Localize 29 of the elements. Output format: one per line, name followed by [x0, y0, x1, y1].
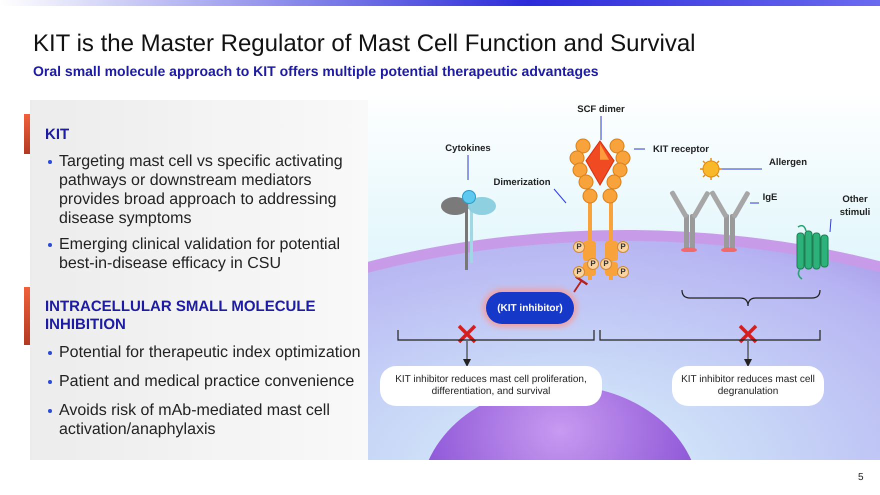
callout-label: Dimerization — [490, 176, 554, 189]
leader-line — [830, 218, 832, 232]
outcome-box: KIT inhibitor reduces mast cell degranulation — [672, 366, 824, 406]
leader-line — [750, 202, 760, 204]
subtitle: Oral small molecule approach to KIT offers multiple potential therapeutic advantages — [33, 63, 600, 79]
page-number: 5 — [858, 472, 865, 483]
bullet-text: Patient and medical practice convenience — [59, 372, 356, 391]
bullet-text: Targeting mast cell vs specific activating pathways or downstream mediators provides broad approach to addressing disease symptoms — [59, 152, 344, 228]
bullet-text: Emerging clinical validation for potential best-in-disease efficacy in CSU — [59, 235, 342, 273]
arrow — [744, 340, 752, 367]
callout-label: KIT receptor — [645, 143, 717, 156]
section-heading: INTRACELLULAR SMALL MOLECULE INHIBITION — [45, 298, 317, 334]
callout-label: IgE — [759, 191, 781, 204]
outcome-box: KIT inhibitor reduces mast cell proliferation, differentiation, and survival — [380, 366, 602, 406]
leader-line — [634, 148, 646, 150]
section-heading: KIT — [45, 126, 70, 143]
inhibition-line — [573, 276, 588, 292]
inhibitor-pill: (KIT inhibitor) — [486, 292, 574, 324]
callout-label: SCF dimer — [572, 103, 630, 116]
callout-label: Cytokines — [436, 142, 500, 155]
leader-line — [600, 116, 602, 140]
bullet-text: Potential for therapeutic index optimization — [59, 343, 362, 362]
arrow — [463, 340, 471, 367]
callout-label: Other stimuli — [831, 193, 879, 219]
slide-title: KIT is the Master Regulator of Mast Cell Function and Survival — [33, 30, 696, 58]
leader-line — [554, 188, 566, 204]
leader-line — [722, 168, 762, 170]
callout-label: Allergen — [762, 156, 814, 169]
bullet-text: Avoids risk of mAb-mediated mast cell activation/anaphylaxis — [59, 401, 331, 439]
